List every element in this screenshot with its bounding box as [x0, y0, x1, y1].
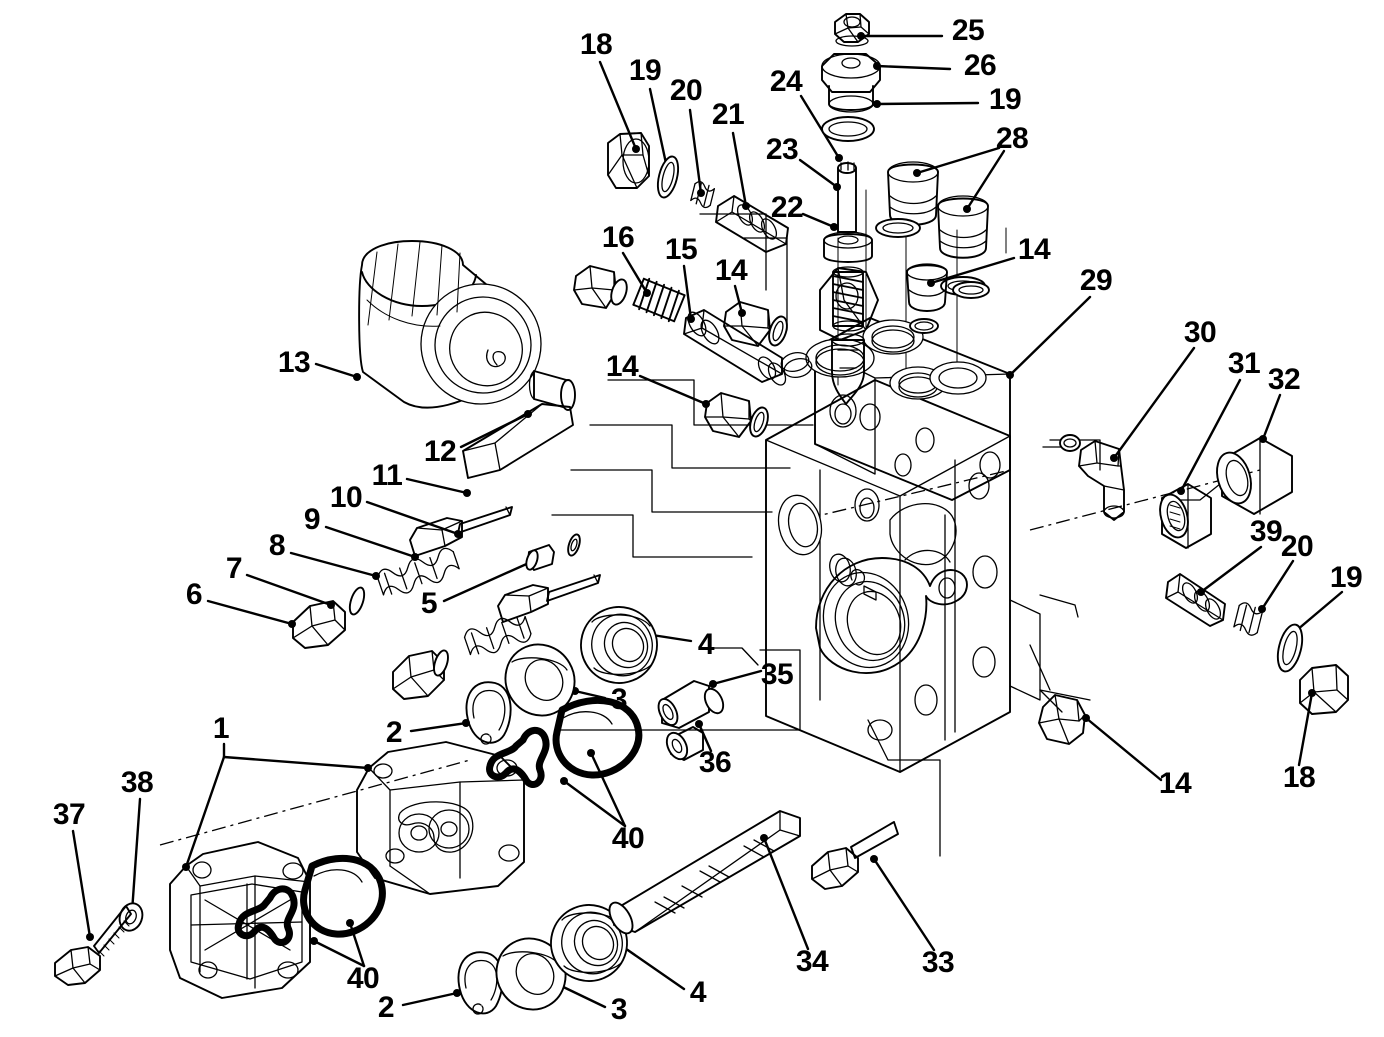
- parts-22-26-relief-stack: [821, 13, 881, 405]
- part-36-plug-insert: [665, 726, 704, 761]
- callout-1: 1: [212, 712, 230, 745]
- callout-22: 22: [770, 191, 804, 224]
- callout-36: 36: [698, 746, 732, 779]
- callout-19-stack: 19: [988, 83, 1022, 116]
- callout-2-upper: 2: [385, 716, 403, 749]
- misc-o-rings: [909, 281, 990, 334]
- callout-14-right: 14: [1158, 767, 1192, 800]
- parts-14-16-valve-train: [573, 265, 788, 438]
- callout-14-upper: 14: [714, 254, 748, 287]
- leader-lines: [71, 32, 1344, 1009]
- part-30-elbow-fitting: [1059, 434, 1125, 521]
- assembly-routing-lines: [551, 213, 1226, 857]
- callout-40-lower: 40: [346, 962, 380, 995]
- part-14-body-plug: [906, 263, 948, 312]
- part-2-retaining-ring-lower: [457, 951, 504, 1015]
- callout-34: 34: [795, 945, 829, 978]
- part-5-poppet-seat: [525, 533, 581, 571]
- callout-38: 38: [120, 766, 154, 799]
- callout-10: 10: [329, 481, 363, 514]
- callout-19-top: 19: [628, 54, 662, 87]
- parts-40-gasket-lower: [234, 854, 386, 946]
- callout-40-upper: 40: [611, 822, 645, 855]
- callout-35: 35: [760, 658, 794, 691]
- part-4-bearing-upper: [580, 606, 658, 684]
- callout-29: 29: [1079, 264, 1113, 297]
- callout-33: 33: [921, 946, 955, 979]
- part-19-o-ring-right: [1276, 623, 1304, 673]
- parts-28-port-plugs: [875, 161, 989, 296]
- part-1-pump-housing: [356, 741, 525, 895]
- callout-9: 9: [303, 503, 321, 536]
- callout-14-body: 14: [1017, 233, 1051, 266]
- callout-18-right: 18: [1282, 761, 1316, 794]
- callout-11: 11: [371, 459, 403, 492]
- callout-39: 39: [1249, 515, 1283, 548]
- callout-24: 24: [769, 65, 803, 98]
- part-13-oil-filter: [358, 240, 542, 409]
- callout-2-lower: 2: [377, 991, 395, 1024]
- callout-20-right: 20: [1280, 530, 1314, 563]
- callout-5: 5: [420, 587, 438, 620]
- part-23-spring: [832, 266, 864, 332]
- callout-4-upper: 4: [697, 628, 715, 661]
- callout-23: 23: [765, 133, 799, 166]
- part-20-backup-ring-right: [1233, 602, 1264, 636]
- callout-8: 8: [268, 529, 286, 562]
- part-4-bearing-lower: [550, 904, 628, 982]
- part-11-hex-bolt: [462, 403, 574, 479]
- callout-21: 21: [711, 98, 745, 131]
- callout-15: 15: [664, 233, 698, 266]
- parts-6-10-relief-train: [292, 506, 513, 649]
- part-18-hex-cap-right: [1299, 664, 1349, 715]
- callout-14-mid: 14: [605, 350, 639, 383]
- callout-13: 13: [277, 346, 311, 379]
- callout-18-top: 18: [579, 28, 613, 61]
- part-33-hex-bolt: [811, 821, 899, 890]
- callout-3-upper: 3: [610, 683, 628, 716]
- callout-30: 30: [1183, 316, 1217, 349]
- parts-40-gasket-upper: [486, 696, 643, 788]
- part-31-needle-bearing: [1159, 483, 1212, 549]
- callout-16: 16: [601, 221, 635, 254]
- callout-25: 25: [951, 14, 985, 47]
- callout-6: 6: [185, 578, 203, 611]
- callout-3-lower: 3: [610, 993, 628, 1026]
- part-34-drive-shaft: [608, 810, 801, 935]
- part-3-seal-washer-upper: [504, 643, 576, 717]
- callout-7: 7: [225, 552, 243, 585]
- part-29-valve-body: [765, 267, 1041, 773]
- callout-31: 31: [1227, 347, 1261, 380]
- callout-20-top: 20: [669, 74, 703, 107]
- callout-26: 26: [963, 49, 997, 82]
- callout-28: 28: [995, 122, 1029, 155]
- parts-lower-relief-train: [392, 574, 601, 700]
- part-32-sleeve-bushing: [1216, 437, 1293, 515]
- callout-19-right: 19: [1329, 561, 1363, 594]
- callout-4-lower: 4: [689, 976, 707, 1009]
- callout-37: 37: [52, 798, 86, 831]
- part-14-adapter-right-lower: [1038, 689, 1086, 745]
- part-39-check-valve: [1165, 573, 1226, 627]
- part-35-bushing: [657, 680, 725, 729]
- parts-18-21-cartridge: [607, 132, 789, 253]
- callout-32: 32: [1267, 363, 1301, 396]
- part-37-hex-bolt-long: [54, 905, 132, 986]
- callout-12: 12: [423, 435, 457, 468]
- part-2-retaining-ring-upper: [465, 681, 512, 745]
